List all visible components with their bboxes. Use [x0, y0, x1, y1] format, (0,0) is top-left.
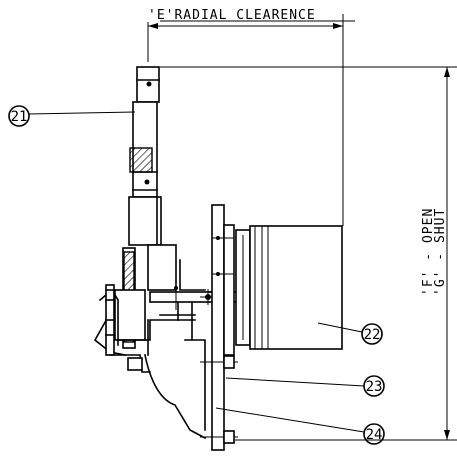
bolt: [212, 236, 234, 240]
mounting-plate: [200, 204, 238, 451]
balloon-21-number: 21: [11, 109, 28, 125]
radial-clearance-dimension: 'E'RADIAL CLEARENCE: [147, 8, 355, 226]
balloon-23: 23: [225, 375, 385, 397]
balloon-22-number: 22: [364, 327, 381, 343]
open-label: 'F' - OPEN: [421, 208, 436, 296]
radial-clearance-label: 'E'RADIAL CLEARENCE: [148, 8, 316, 23]
travel-dimension: 'F' - OPEN 'G' - SHUT: [160, 66, 457, 441]
bolt: [200, 355, 238, 369]
balloon-21: 21: [8, 105, 136, 127]
valve-body: [93, 244, 207, 440]
valve-stem: [128, 66, 162, 246]
balloon-23-number: 23: [366, 379, 383, 395]
bolt: [212, 272, 234, 276]
balloon-24: 24: [215, 407, 385, 445]
bolt: [200, 430, 238, 444]
shut-label: 'G' - SHUT: [433, 208, 448, 296]
balloon-22: 22: [317, 322, 383, 345]
balloon-24-number: 24: [366, 427, 383, 443]
actuator-housing: [235, 225, 343, 350]
